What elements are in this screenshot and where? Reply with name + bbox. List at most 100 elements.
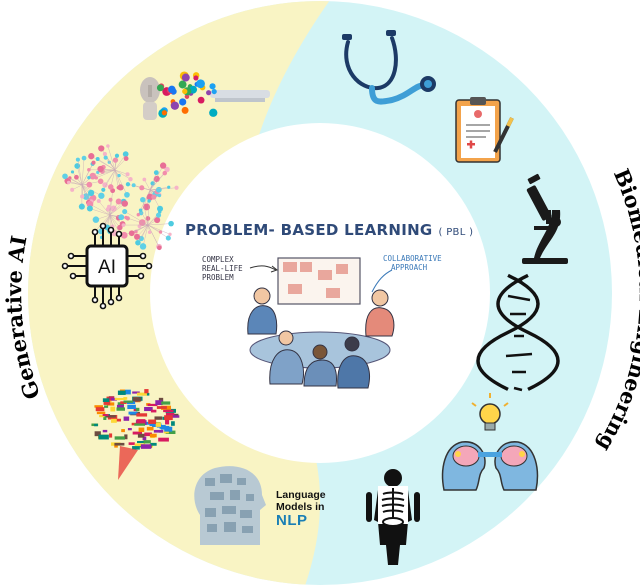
word-chip — [133, 407, 137, 412]
app-dot — [161, 110, 167, 116]
word-chip — [164, 415, 173, 421]
app-dot — [206, 90, 212, 96]
nlp-line2: Models in — [276, 501, 325, 513]
network-node — [168, 232, 172, 236]
network-node — [122, 208, 128, 215]
word-chip — [165, 412, 175, 418]
microscope-icon — [522, 173, 568, 264]
network-edge — [140, 210, 149, 226]
word-chip — [103, 416, 107, 420]
word-chip — [134, 423, 146, 426]
network-edge — [98, 200, 111, 216]
word-chip — [155, 422, 161, 427]
network-edge — [124, 224, 149, 236]
network-node — [103, 155, 108, 160]
word-chip — [120, 401, 127, 404]
network-edge — [149, 189, 160, 196]
note-line: COMPLEX — [202, 255, 234, 264]
word-chip — [98, 434, 109, 440]
app-dot — [170, 101, 180, 110]
word-chip — [135, 407, 140, 412]
network-node — [168, 220, 174, 227]
app-dot — [168, 85, 176, 94]
network-edge — [147, 224, 171, 235]
word-chip — [102, 414, 109, 417]
word-chip — [140, 444, 152, 449]
network-edge — [77, 165, 83, 186]
network-node — [98, 145, 105, 152]
network-edge — [109, 190, 113, 216]
network-edge — [89, 203, 111, 216]
network-node — [158, 230, 163, 234]
word-chip — [117, 390, 126, 395]
network-node — [107, 204, 111, 209]
word-chip — [150, 409, 157, 413]
word-chip — [171, 421, 175, 426]
collaborative-approach-note: COLLABORATIVE APPROACH — [383, 254, 442, 272]
word-chip — [111, 397, 117, 401]
network-edge — [124, 211, 149, 226]
word-chip — [128, 411, 138, 415]
network-node — [88, 153, 95, 160]
word-chip — [114, 436, 125, 440]
word-chip — [104, 405, 109, 408]
network-node — [136, 213, 140, 217]
word-chip — [163, 409, 174, 413]
word-chip — [158, 437, 169, 442]
network-node — [135, 239, 141, 246]
word-chip — [136, 419, 146, 424]
center-title: PROBLEM- BASED LEARNING( PBL ) — [185, 221, 473, 239]
word-chip — [136, 440, 148, 444]
word-chip — [127, 428, 132, 431]
nlp-card-text: Language Models in NLP — [276, 489, 326, 528]
note-line: PROBLEM — [202, 273, 234, 282]
word-chip — [132, 431, 143, 435]
network-node — [102, 151, 107, 157]
word-chip — [127, 404, 136, 410]
word-chip — [136, 413, 148, 417]
network-edge — [131, 224, 149, 234]
ai-chip-icon: AI — [61, 222, 153, 310]
network-edge — [107, 145, 116, 171]
network-edge — [147, 223, 172, 226]
word-chip — [147, 403, 158, 407]
word-cloud-brain-icon — [91, 389, 180, 480]
network-node — [112, 157, 119, 163]
network-node — [157, 245, 162, 251]
network-node — [115, 198, 122, 205]
word-chip — [143, 440, 151, 444]
network-node — [147, 230, 152, 234]
word-chip — [146, 426, 154, 431]
network-edge — [147, 224, 169, 239]
network-node — [114, 153, 120, 158]
network-edge — [64, 176, 83, 186]
app-dot — [211, 89, 217, 95]
stethoscope-icon — [342, 30, 436, 105]
network-edge — [89, 208, 111, 216]
network-node — [159, 162, 167, 169]
word-chip — [116, 404, 124, 410]
note-line: APPROACH — [391, 263, 428, 272]
word-chip — [131, 422, 137, 426]
network-node — [164, 166, 170, 173]
app-dot — [182, 88, 188, 94]
network-edge — [114, 153, 126, 171]
network-node — [156, 205, 164, 212]
network-node — [107, 184, 114, 190]
word-chip — [94, 405, 103, 408]
app-dot — [193, 75, 199, 81]
word-chip — [94, 423, 98, 427]
word-chip — [132, 391, 140, 394]
dna-helix-icon — [476, 273, 560, 392]
network-edge — [81, 158, 85, 186]
network-node — [96, 199, 101, 204]
word-chip — [124, 434, 128, 440]
network-node — [128, 230, 135, 237]
network-node — [128, 177, 133, 182]
robot-face-icon — [140, 77, 270, 120]
network-node — [124, 191, 130, 198]
word-chip — [154, 416, 163, 420]
word-chip — [114, 442, 125, 446]
word-chip — [106, 402, 115, 406]
network-node — [140, 196, 146, 203]
